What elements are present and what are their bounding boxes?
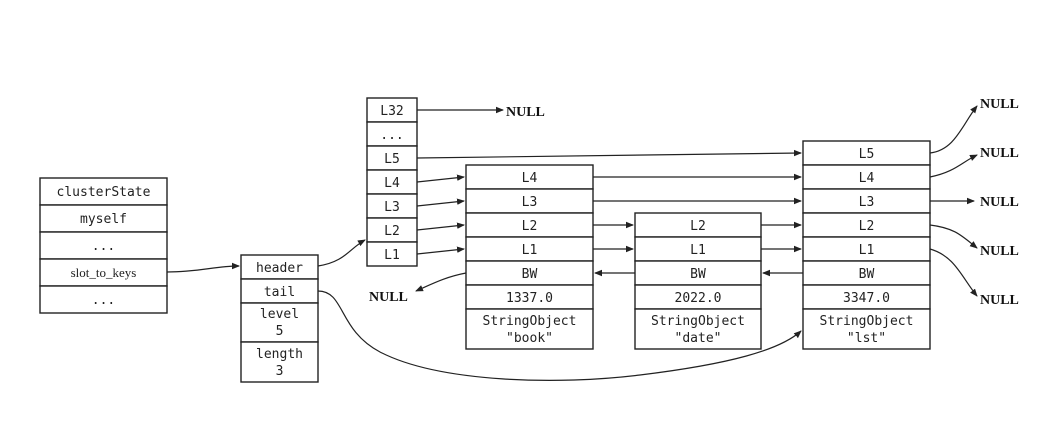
cluster-state-ellipsis-1: ...	[92, 239, 115, 254]
level-l3-forward-arrow	[416, 198, 465, 207]
zskiplist-box: header tail level 5 length 3	[240, 254, 319, 383]
node-level-label: L2	[859, 219, 875, 234]
header-level-cell	[366, 121, 418, 147]
header-pointer-arrow	[317, 239, 366, 267]
skiplist-level-value: 5	[276, 324, 284, 339]
skiplist-node-date: L2 L1 BW 2022.0 StringObject "date"	[634, 212, 762, 350]
skiplist-length-cell	[240, 341, 319, 383]
null-label-tail-l3: NULL	[980, 195, 1019, 210]
lst-l2-null-arrow	[929, 224, 978, 249]
null-label-tail-l5: NULL	[980, 97, 1019, 112]
level-l2-forward-arrow	[416, 222, 465, 231]
cluster-state-title-cell	[39, 177, 168, 206]
node-level-label: L1	[522, 243, 538, 258]
header-level-cell	[366, 145, 418, 171]
lst-l4-null-arrow	[929, 154, 978, 178]
node-level-cell	[465, 212, 594, 238]
cluster-state-myself: myself	[80, 212, 127, 227]
slot-to-keys-pointer-arrow	[166, 262, 240, 273]
header-level-label: L32	[380, 104, 403, 119]
header-level-label: L3	[384, 200, 400, 215]
null-label-tail-l1: NULL	[980, 293, 1019, 308]
skiplist-level-label: level	[260, 307, 299, 322]
cluster-state-ellipsis-2: ...	[92, 293, 115, 308]
node-level-label: L2	[690, 219, 706, 234]
node-score: 1337.0	[506, 291, 553, 306]
skiplist-node-lst: L5 L4 L3 L2 L1 BW 3347.0 StringObject "l…	[802, 140, 931, 350]
node-object-value: "date"	[675, 331, 722, 346]
skiplist-tail-label: tail	[264, 285, 295, 300]
header-level-label: L2	[384, 224, 400, 239]
node-level-label: L1	[859, 243, 875, 258]
node-object-value: "lst"	[847, 331, 886, 346]
header-level-cell	[366, 193, 418, 219]
node-backward-label: BW	[522, 267, 538, 282]
lst-l5-null-arrow	[929, 105, 978, 154]
skiplist-header-cell	[240, 254, 319, 280]
book-backward-null-arrow	[415, 272, 467, 292]
null-label-l32: NULL	[506, 105, 545, 120]
node-object-type: StringObject	[483, 314, 577, 329]
node-score-cell	[634, 284, 762, 310]
node-level-label: L4	[522, 171, 538, 186]
node-backward-cell	[634, 260, 762, 286]
skiplist-length-label: length	[256, 347, 303, 362]
cluster-state-slot-to-keys: slot_to_keys	[71, 265, 137, 280]
lst-l1-null-arrow	[929, 248, 978, 297]
node-object-type: StringObject	[820, 314, 914, 329]
level-l5-forward-arrow	[416, 149, 802, 159]
header-level-cell	[366, 241, 418, 267]
node-score-cell	[465, 284, 594, 310]
header-level-label: ...	[380, 128, 403, 143]
cluster-state-myself-cell	[39, 204, 168, 233]
node-backward-label: BW	[859, 267, 875, 282]
tail-pointer-arrow	[317, 290, 802, 381]
cluster-state-ellipsis-cell-2	[39, 285, 168, 314]
node-level-cell	[802, 188, 931, 214]
level-l1-forward-arrow	[416, 246, 465, 255]
header-level-cell	[366, 97, 418, 123]
header-level-label: L1	[384, 248, 400, 263]
node-level-label: L4	[859, 171, 875, 186]
node-backward-label: BW	[690, 267, 706, 282]
node-object-value: "book"	[506, 331, 553, 346]
node-object-cell	[634, 308, 762, 350]
node-level-label: L5	[859, 147, 875, 162]
node-level-label: L3	[522, 195, 538, 210]
node-object-cell	[465, 308, 594, 350]
skiplist-node-book: L4 L3 L2 L1 BW 1337.0 StringObject "book…	[465, 164, 594, 350]
skiplist-header-label: header	[256, 261, 303, 276]
node-level-label: L2	[522, 219, 538, 234]
node-score: 3347.0	[843, 291, 890, 306]
level-l4-forward-arrow	[416, 174, 465, 183]
cluster-state-box: clusterState myself ... slot_to_keys ...	[39, 177, 168, 314]
pointer-arrows	[166, 105, 978, 381]
skiplist-length-value: 3	[276, 364, 284, 379]
node-object-type: StringObject	[651, 314, 745, 329]
null-label-tail-l2: NULL	[980, 244, 1019, 259]
node-level-label: L1	[690, 243, 706, 258]
null-label-backward: NULL	[369, 290, 408, 305]
node-level-cell	[465, 164, 594, 190]
node-object-cell	[802, 308, 931, 350]
cluster-state-title: clusterState	[57, 185, 151, 200]
null-label-tail-l4: NULL	[980, 146, 1019, 161]
node-level-cell	[465, 236, 594, 262]
header-level-label: L4	[384, 176, 400, 191]
header-level-label: L5	[384, 152, 400, 167]
skiplist-level-cell	[240, 302, 319, 343]
node-level-cell	[802, 140, 931, 166]
node-score: 2022.0	[675, 291, 722, 306]
header-node: L32 ... L5 L4 L3 L2 L1	[366, 97, 418, 267]
node-level-label: L3	[859, 195, 875, 210]
